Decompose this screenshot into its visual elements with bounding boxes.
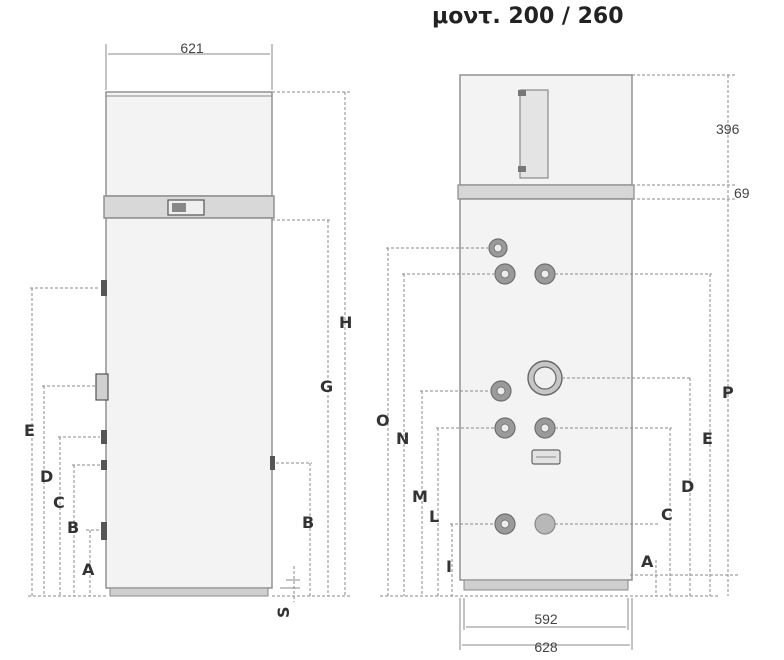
heat-pump-head [105, 91, 273, 197]
label-C-left: C [53, 493, 65, 512]
dim-396-label: 396 [716, 121, 740, 137]
display-icon [172, 203, 186, 212]
fitting-e-pos [101, 280, 107, 296]
label-B-left: B [67, 518, 79, 537]
label-C-right: C [661, 505, 673, 524]
label-E-left: E [24, 421, 35, 440]
fitting-b-right-pos [270, 456, 275, 470]
label-M: M [412, 487, 428, 506]
rear-right-dimension-chain [555, 74, 740, 596]
dim-628-label: 628 [534, 639, 558, 655]
label-S: S [274, 606, 293, 618]
tank-body [105, 217, 273, 589]
label-P: P [722, 383, 734, 402]
label-H: H [339, 313, 352, 332]
label-I: I [446, 557, 452, 576]
rear-bottom-dimensions [459, 598, 633, 650]
diagram-title: μοντ. 200 / 260 [432, 4, 624, 29]
duct-clip-bottom [518, 166, 526, 172]
rear-tank-base [463, 579, 629, 591]
right-unit-view: O N M L I 396 69 P E D C A [376, 74, 750, 655]
rear-left-dimension-chain [380, 247, 720, 597]
label-E-right: E [702, 429, 713, 448]
label-A-right: A [641, 552, 654, 571]
label-B-right: B [302, 513, 314, 532]
rear-band [457, 184, 635, 200]
fitting-b-pos [101, 460, 107, 470]
left-unit-view: 621 E D [24, 40, 352, 618]
right-dimension-chain [272, 91, 352, 602]
dim-621-label: 621 [180, 40, 204, 56]
duct-clip-top [518, 90, 526, 96]
label-L: L [429, 507, 439, 526]
connection-c-rear [534, 513, 556, 535]
dim-592-label: 592 [534, 611, 558, 627]
dim-69-label: 69 [734, 185, 750, 201]
label-N: N [396, 429, 409, 448]
fitting-d-pos [95, 373, 109, 401]
left-dimension-chain [28, 287, 106, 597]
label-D-right: D [681, 477, 694, 496]
fitting-a-pos [101, 522, 107, 540]
label-D-left: D [40, 467, 53, 486]
label-G: G [320, 377, 333, 396]
label-O: O [376, 411, 390, 430]
fitting-c-pos [101, 430, 107, 444]
label-A-left: A [82, 560, 95, 579]
rear-duct-panel [519, 89, 549, 179]
tank-base [109, 587, 269, 597]
